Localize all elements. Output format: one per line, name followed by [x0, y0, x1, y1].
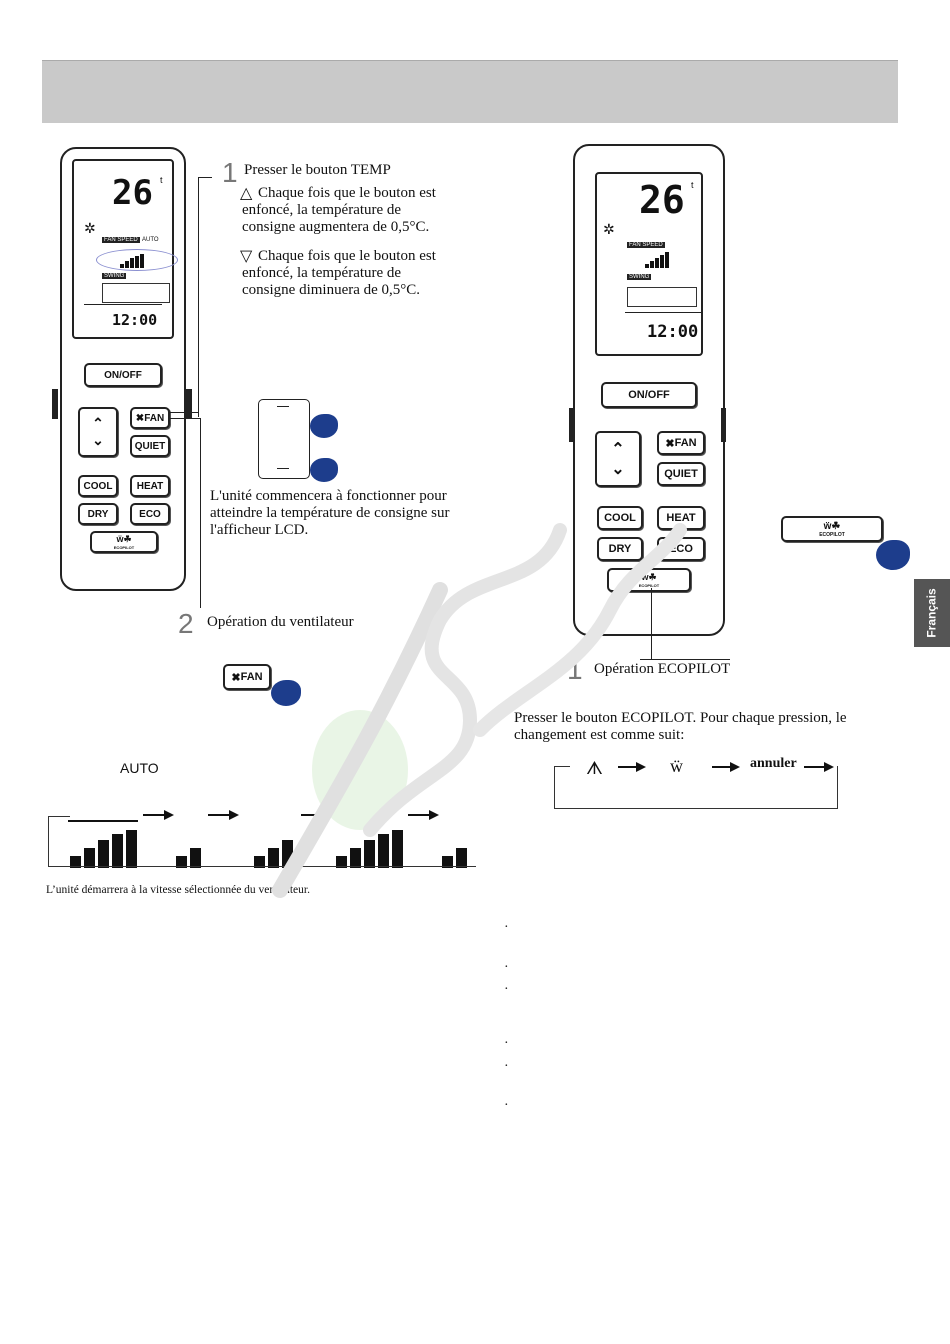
lcd-clock: 12:00 — [112, 311, 158, 329]
lcd-swing: SWING — [627, 274, 652, 280]
cool-button[interactable]: COOL — [597, 506, 643, 530]
bullet-point: · — [504, 920, 509, 935]
dry-button[interactable]: DRY — [597, 537, 643, 561]
dry-button[interactable]: DRY — [78, 503, 118, 525]
ecopilot-button[interactable]: ẅ☘ECOPILOT — [90, 531, 158, 553]
leader-line-2 — [200, 418, 201, 608]
triangle-up-icon: △ — [240, 185, 253, 202]
lcd-swing: SWING — [102, 273, 127, 279]
lcd-fan-bars — [120, 254, 144, 268]
ecopilot-label: ECOPILOT — [113, 545, 135, 550]
fan-button-illustration: ✖FAN — [223, 664, 271, 690]
on-off-button[interactable]: ON/OFF — [84, 363, 162, 387]
header-bar — [42, 60, 898, 123]
watermark-logo — [272, 523, 687, 898]
lcd-fan-speed: FAN SPEED — [102, 237, 140, 243]
highlight-ellipse — [96, 249, 178, 271]
quiet-button[interactable]: QUIET — [130, 435, 170, 457]
fan-caption: L’unité démarrera à la vitesse sélection… — [46, 884, 310, 896]
eco-button[interactable]: ECO — [130, 503, 170, 525]
ecopilot-icon: ẅ☘ — [823, 520, 841, 532]
lcd-temp-unit: t — [160, 175, 163, 185]
left-step2-number: 2 — [178, 608, 194, 639]
updown-illustration — [258, 399, 310, 479]
ecopilot-sequence: ᗑ ẅ annuler — [554, 752, 838, 810]
left-lcd: 26 t ✲ FAN SPEED AUTO SWING 12:00 — [72, 159, 178, 339]
left-remote: 26 t ✲ FAN SPEED AUTO SWING 12:00 ON/OFF… — [52, 147, 192, 591]
fan-button[interactable]: ✖FAN — [130, 407, 170, 429]
ecopilot-label: ECOPILOT — [638, 583, 660, 588]
left-step2-title: Opération du ventilateur — [207, 614, 354, 630]
fan-illustration-label: FAN — [240, 671, 263, 683]
bullet-point: · — [504, 1098, 509, 1113]
left-step1-title: Presser le bouton TEMP — [244, 162, 391, 178]
chevron-down-icon: ⌄ — [611, 461, 625, 478]
lcd-swing-icons — [627, 287, 697, 307]
hand-pointer-icon — [876, 540, 910, 570]
chevron-up-icon: ⌃ — [92, 415, 104, 431]
snowflake-icon: ✲ — [603, 223, 615, 238]
lcd-clock: 12:00 — [647, 322, 699, 342]
left-down-text: Chaque fois que le bouton est enfoncé, l… — [242, 248, 436, 298]
bullet-point: · — [504, 1036, 509, 1051]
lcd-auto: AUTO — [142, 237, 159, 243]
bullet-point: · — [504, 960, 509, 975]
cool-button[interactable]: COOL — [78, 475, 118, 497]
ecopilot-icon: ẅ☘ — [116, 534, 132, 544]
quiet-button[interactable]: QUIET — [657, 462, 705, 486]
left-lcd-text: L'unité commencera à fonctionner pour at… — [210, 488, 450, 538]
hand-pointer-icon — [310, 414, 338, 438]
language-tab[interactable]: Français — [914, 579, 950, 647]
lcd-fan-speed: FAN SPEED — [627, 242, 665, 248]
leader-line-ecopilot — [651, 588, 652, 660]
temp-updown-button[interactable]: ⌃⌄ — [78, 407, 118, 457]
chevron-up-icon: ⌃ — [611, 441, 625, 458]
fan-label: FAN — [144, 412, 165, 424]
cancel-label: annuler — [750, 756, 797, 771]
fan-icon: ✖ — [665, 437, 675, 450]
hand-pointer-icon — [271, 680, 301, 706]
lcd-temp-unit: t — [691, 180, 694, 190]
fan-auto-label: AUTO — [120, 760, 159, 776]
lcd-temp: 26 — [639, 178, 685, 222]
ecopilot-illustration-label: ECOPILOT — [819, 531, 845, 538]
triangle-down-icon: ▽ — [240, 248, 253, 265]
fan-button[interactable]: ✖FAN — [657, 431, 705, 455]
fan-icon: ✖ — [231, 671, 241, 684]
ecopilot-press-text: Presser le bouton ECOPILOT. Pour chaque … — [514, 710, 847, 743]
fan-label: FAN — [674, 437, 697, 449]
fan-icon: ✖ — [135, 412, 145, 424]
on-off-button[interactable]: ON/OFF — [601, 382, 697, 408]
hand-pointer-icon — [310, 458, 338, 482]
temp-updown-button[interactable]: ⌃⌄ — [595, 431, 641, 487]
lcd-temp: 26 — [112, 173, 153, 213]
right-step1-title: Opération ECOPILOT — [594, 661, 731, 677]
lcd-swing-icons — [102, 283, 170, 303]
language-tab-label: Français — [925, 588, 940, 638]
snowflake-icon: ✲ — [84, 222, 96, 237]
leader-line-1 — [198, 177, 199, 417]
left-step1-number: 1 — [222, 157, 238, 188]
left-up-text: Chaque fois que le bouton est enfoncé, l… — [242, 185, 436, 235]
ecopilot-mode-b-icon: ẅ — [670, 756, 683, 776]
bullet-point: · — [504, 1059, 509, 1074]
ecopilot-mode-a-icon: ᗑ — [586, 758, 603, 778]
ecopilot-icon: ẅ☘ — [641, 572, 657, 582]
chevron-down-icon: ⌄ — [92, 432, 104, 448]
right-lcd: 26 t ✲ FAN SPEED SWING 12:00 — [595, 172, 703, 356]
ecopilot-button-illustration: ẅ☘ECOPILOT — [781, 516, 883, 542]
heat-button[interactable]: HEAT — [130, 475, 170, 497]
bullet-point: · — [504, 982, 509, 997]
lcd-fan-bars — [645, 252, 671, 268]
